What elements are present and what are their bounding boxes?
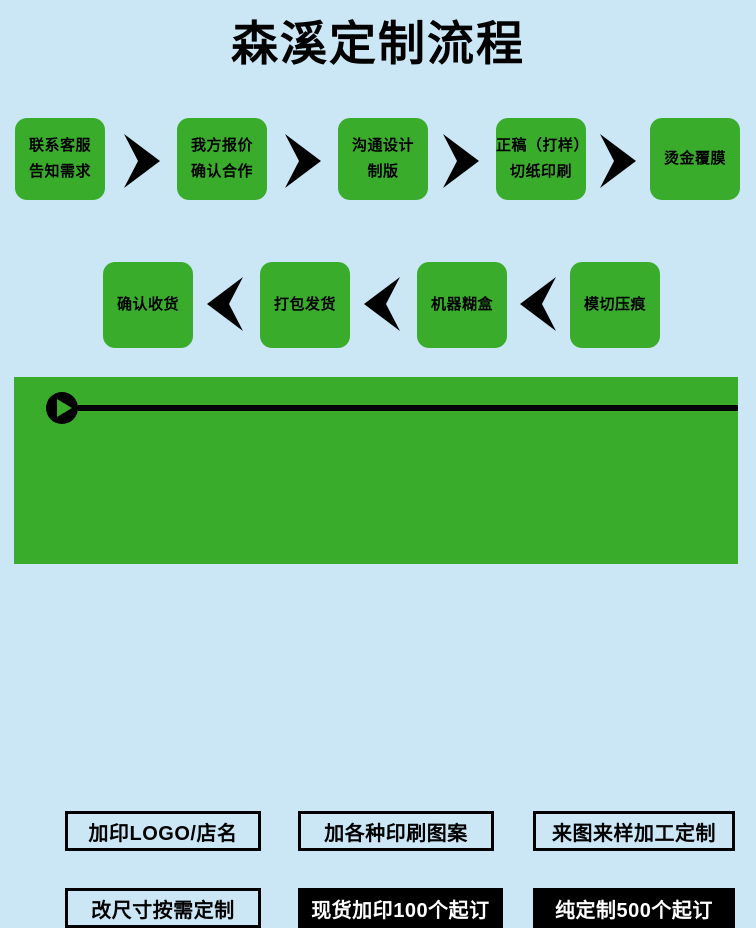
flow-step-design[interactable]: 沟通设计 制版 [338, 118, 428, 200]
flow-step-line1: 机器糊盒 [430, 296, 493, 313]
service-tag-stock-moq-100[interactable]: 现货加印100个起订 [298, 888, 503, 928]
flow-step-proof-printing[interactable]: 正稿（打样） 切纸印刷 [496, 118, 590, 200]
flow-step-line2: 切纸印刷 [509, 163, 572, 180]
service-tag-logo-print[interactable]: 加印LOGO/店名 [65, 811, 261, 851]
service-tag-resize-custom[interactable]: 改尺寸按需定制 [65, 888, 261, 928]
flow-step-line2: 告知需求 [28, 163, 91, 180]
flow-step-foil-lamination[interactable]: 烫金覆膜 [650, 118, 740, 200]
flow-step-quotation[interactable]: 我方报价 确认合作 [177, 118, 267, 200]
chevron-left-arrow-icon [514, 273, 562, 335]
services-panel: 加印LOGO/店名 加各种印刷图案 来图来样加工定制 改尺寸按需定制 现货加印1… [14, 377, 738, 928]
header-divider [78, 405, 738, 411]
services-panel-header [32, 390, 738, 426]
chevron-left-arrow-icon [201, 273, 249, 335]
flow-step-box-gluing[interactable]: 机器糊盒 [417, 262, 507, 348]
flow-step-contact-service[interactable]: 联系客服 告知需求 [15, 118, 105, 200]
flow-step-pack-ship[interactable]: 打包发货 [260, 262, 350, 348]
flow-step-line1: 联系客服 [28, 137, 91, 154]
play-circle-icon [46, 392, 78, 424]
flow-step-line1: 确认收货 [116, 296, 179, 313]
service-tag-pattern-print[interactable]: 加各种印刷图案 [298, 811, 494, 851]
flow-step-line1: 沟通设计 [351, 137, 414, 154]
flow-step-die-cutting[interactable]: 模切压痕 [570, 262, 660, 348]
flow-step-line1: 正稿（打样） [496, 137, 590, 154]
flow-step-line2: 确认合作 [190, 163, 253, 180]
flow-step-line1: 我方报价 [190, 137, 253, 154]
flow-step-line1: 烫金覆膜 [663, 150, 726, 167]
service-tag-custom-by-sample[interactable]: 来图来样加工定制 [533, 811, 735, 851]
service-tag-custom-moq-500[interactable]: 纯定制500个起订 [533, 888, 735, 928]
chevron-right-arrow-icon [437, 130, 485, 192]
flow-step-line1: 模切压痕 [583, 296, 646, 313]
chevron-right-arrow-icon [279, 130, 327, 192]
flow-step-confirm-receipt[interactable]: 确认收货 [103, 262, 193, 348]
flow-step-line1: 打包发货 [273, 296, 336, 313]
chevron-left-arrow-icon [358, 273, 406, 335]
chevron-right-arrow-icon [118, 130, 166, 192]
flow-step-line2: 制版 [367, 163, 399, 180]
page-title: 森溪定制流程 [231, 17, 525, 72]
chevron-right-arrow-icon [594, 130, 642, 192]
